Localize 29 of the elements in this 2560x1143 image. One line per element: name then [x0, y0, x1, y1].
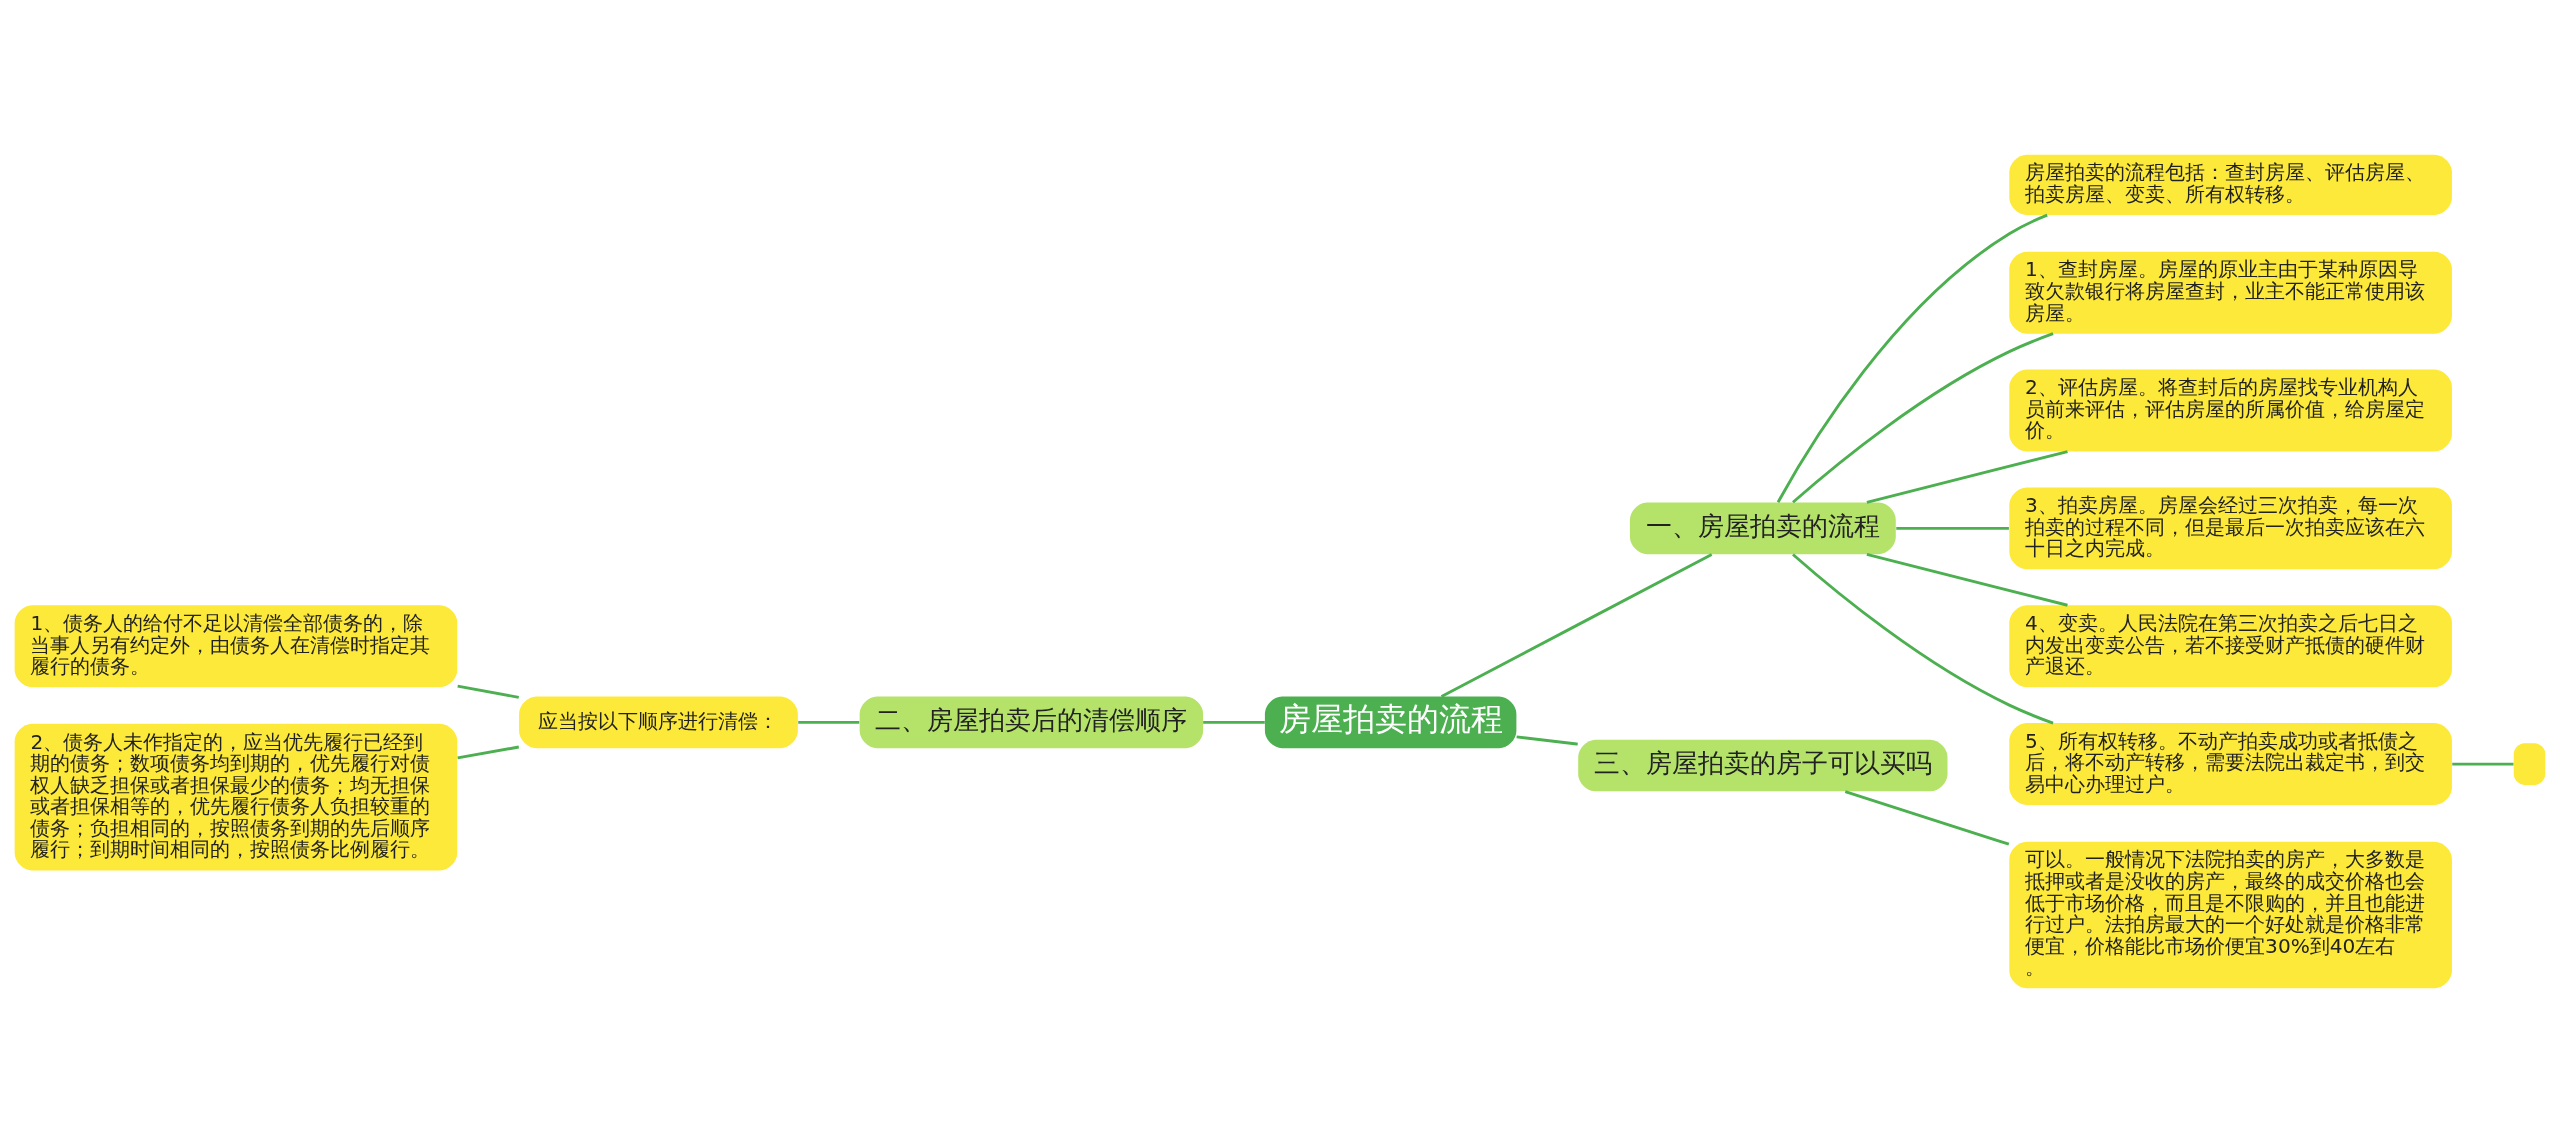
connector — [798, 720, 860, 724]
node-box: 1、债务人的给付不足以清偿全部债务的，除当事人另有约定外，由债务人在清偿时指定其履行的债务。 — [14, 605, 458, 688]
connector — [1866, 450, 2068, 504]
node-box: 二、房屋拍卖后的清偿顺序 — [859, 696, 1204, 749]
connector — [1776, 213, 2048, 503]
node-box — [2513, 743, 2546, 785]
node-box: 应当按以下顺序进行清偿： — [519, 696, 798, 749]
node-box: 1、查封房屋。房屋的原业主由于某种原因导致欠款银行将房屋查封，业主不能正常使用该房屋。 — [2009, 251, 2452, 334]
node-box: 一、房屋拍卖的流程 — [1629, 502, 1896, 555]
connector — [1792, 332, 2054, 504]
connector — [457, 745, 520, 760]
node-box: 可以。一般情况下法院拍卖的房产，大多数是抵押或者是没收的房产，最终的成交价格也会低于市场价格，而且是不限购的，并且也能进行过户。法拍房最大的一个好处就是价格非常便宜，价格能比市场价便宜30%到40左右。 — [2009, 841, 2452, 989]
connector — [2452, 762, 2514, 766]
connector — [1844, 790, 2010, 846]
connector — [457, 684, 520, 699]
node-box: 2、评估房屋。将查封后的房屋找专业机构人员前来评估，评估房屋的所属价值，给房屋定价。 — [2009, 369, 2452, 452]
connector — [1866, 553, 2068, 607]
node-box: 4、变卖。人民法院在第三次拍卖之后七日之内发出变卖公告，若不接受财产抵债的硬件财产退还。 — [2009, 605, 2452, 688]
node-box: 房屋拍卖的流程 — [1264, 696, 1517, 749]
connector — [1516, 735, 1578, 746]
node-box: 房屋拍卖的流程包括：查封房屋、评估房屋、拍卖房屋、变卖、所有权转移。 — [2009, 154, 2452, 216]
node-box: 3、拍卖房屋。房屋会经过三次拍卖，每一次拍卖的过程不同，但是最后一次拍卖应该在六十日之内完成。 — [2009, 487, 2452, 570]
node-box: 三、房屋拍卖的房子可以买吗 — [1578, 739, 1948, 792]
connector — [1896, 526, 2009, 530]
node-box: 2、债务人未作指定的，应当优先履行已经到期的债务；数项债务均到期的，优先履行对债权人缺乏担保或者担保最少的债务；均无担保或者担保相等的，优先履行债务人负担较重的债务；负担相同的，按照债务到期的先后顺序履行；到期时间相同的，按照债务比例履行。 — [14, 723, 458, 871]
connector — [1203, 720, 1265, 724]
connector — [1440, 553, 1713, 698]
node-box: 5、所有权转移。不动产拍卖成功或者抵债之后，将不动产转移，需要法院出裁定书，到交易中心办理过户。 — [2009, 723, 2452, 805]
connector — [1792, 553, 2054, 725]
